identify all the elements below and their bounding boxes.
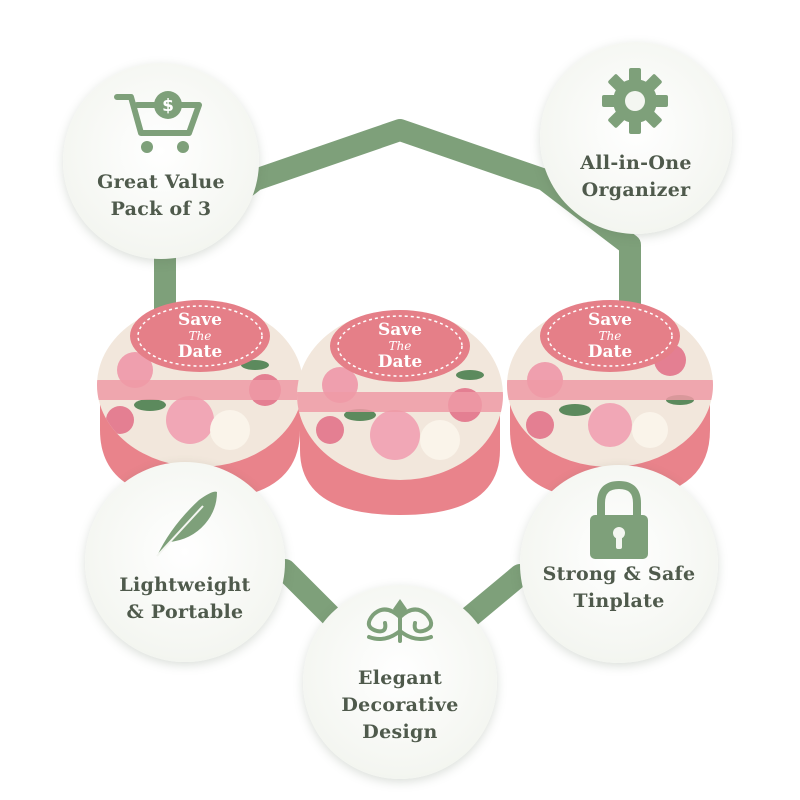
- feature-design-line2: Decorative: [341, 694, 459, 716]
- tin-left-badge-line2: The: [189, 329, 212, 343]
- tin-center-badge-line1: Save: [378, 320, 422, 340]
- tin-center-badge-line2: The: [389, 339, 412, 353]
- feature-great-value-label: Great Value Pack of 3: [63, 169, 259, 223]
- feature-design: Elegant Decorative Design: [303, 585, 497, 779]
- feature-safe: Strong & Safe Tinplate: [520, 465, 718, 663]
- tin-right: Save The Date: [507, 300, 713, 500]
- feather-icon: [151, 486, 221, 558]
- feature-organizer: All-in-One Organizer: [540, 42, 732, 234]
- feature-portable-line2: & Portable: [126, 601, 244, 623]
- svg-text:$: $: [162, 96, 174, 116]
- gear-icon: [600, 66, 670, 136]
- feature-design-line3: Design: [362, 721, 438, 743]
- tin-right-badge-line3: Date: [588, 342, 633, 362]
- tin-left-badge-line3: Date: [178, 342, 223, 362]
- feature-portable: Lightweight & Portable: [85, 462, 285, 662]
- padlock-icon: [586, 480, 652, 561]
- tin-right-badge-line1: Save: [588, 310, 632, 330]
- tin-center: Save The Date: [297, 310, 503, 515]
- feature-great-value-line2: Pack of 3: [110, 198, 212, 220]
- tin-left-badge-line1: Save: [178, 310, 222, 330]
- ornament-icon: [355, 597, 445, 647]
- feature-portable-line1: Lightweight: [119, 574, 251, 596]
- feature-great-value: $ Great Value Pack of 3: [63, 63, 259, 259]
- tin-center-badge-line3: Date: [378, 352, 423, 372]
- feature-design-label: Elegant Decorative Design: [303, 665, 497, 746]
- feature-portable-label: Lightweight & Portable: [85, 572, 285, 626]
- feature-design-line1: Elegant: [357, 667, 443, 689]
- feature-organizer-line1: All-in-One: [580, 152, 692, 174]
- tin-right-badge-line2: The: [599, 329, 622, 343]
- feature-organizer-label: All-in-One Organizer: [540, 150, 732, 204]
- tin-left: Save The Date: [97, 300, 303, 500]
- shopping-cart-dollar-icon: $: [113, 89, 209, 157]
- feature-safe-line1: Strong & Safe: [542, 563, 696, 585]
- feature-safe-line2: Tinplate: [573, 590, 665, 612]
- feature-organizer-line2: Organizer: [581, 179, 691, 201]
- feature-safe-label: Strong & Safe Tinplate: [520, 561, 718, 615]
- feature-great-value-line1: Great Value: [97, 171, 225, 193]
